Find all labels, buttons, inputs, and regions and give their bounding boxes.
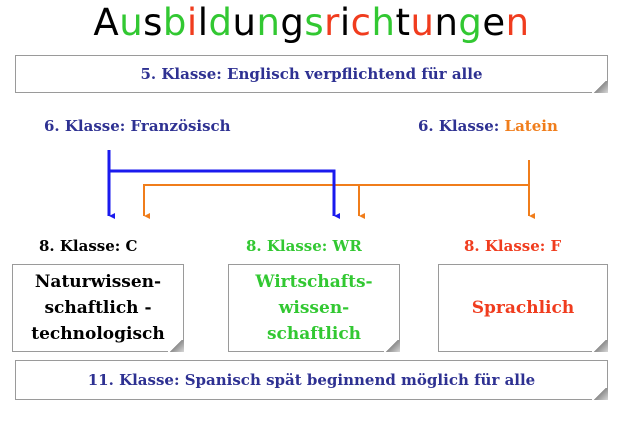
grade11-banner: 11. Klasse: Spanisch spät beginnend mögl…	[15, 360, 608, 400]
track-economics-text: Wirtschafts- wissen- schaftlich	[255, 269, 372, 347]
folded-corner-icon	[592, 81, 608, 93]
box-line: wissen-	[278, 298, 350, 318]
grade6-latin-label: 6. Klasse: Latein	[418, 117, 558, 135]
title-letter: c	[350, 1, 372, 44]
title-letter: i	[186, 1, 198, 44]
grade6-french-label: 6. Klasse: Französisch	[44, 117, 231, 135]
grade6-latin-subject: Latein	[504, 117, 558, 135]
french-arrow-bracket	[109, 169, 334, 216]
grade5-banner-text: 5. Klasse: Englisch verpflichtend für al…	[140, 65, 483, 83]
track-languages-text: Sprachlich	[471, 298, 575, 318]
title-letter: g	[458, 1, 483, 44]
title-letter: i	[339, 1, 351, 44]
title-letter: A	[93, 1, 120, 44]
box-line: schaftlich -	[44, 298, 152, 318]
latin-arrow-bracket	[143, 184, 529, 215]
title-letter: u	[410, 1, 435, 44]
folded-corner-icon	[592, 340, 608, 352]
track-economics-box: Wirtschafts- wissen- schaftlich	[228, 264, 400, 352]
box-line: Wirtschafts-	[255, 272, 373, 292]
grade8-wr-label: 8. Klasse: WR	[246, 237, 362, 255]
track-natural-science-text: Naturwissen- schaftlich - technologisch	[31, 269, 165, 347]
box-line: technologisch	[31, 324, 165, 344]
title-letter: d	[208, 1, 233, 44]
folded-corner-icon	[592, 388, 608, 400]
grade8-f-label: 8. Klasse: F	[464, 237, 562, 255]
title-letter: n	[434, 1, 459, 44]
title-letter: h	[371, 1, 396, 44]
grade11-banner-text: 11. Klasse: Spanisch spät beginnend mögl…	[87, 371, 536, 389]
title-letter: t	[395, 1, 411, 44]
folded-corner-icon	[384, 340, 400, 352]
title-letter: s	[304, 1, 325, 44]
box-line: Naturwissen-	[34, 272, 162, 292]
title-letter: l	[197, 1, 209, 44]
track-natural-science-box: Naturwissen- schaftlich - technologisch	[12, 264, 184, 352]
track-languages-box: Sprachlich	[438, 264, 608, 352]
page-title: Ausbildungsrichtungen	[0, 0, 623, 48]
title-letter: n	[256, 1, 281, 44]
title-letter: b	[162, 1, 187, 44]
title-letter: u	[232, 1, 257, 44]
title-letter: r	[324, 1, 340, 44]
title-letter: s	[143, 1, 163, 44]
box-line: schaftlich	[266, 324, 362, 344]
title-letter: e	[482, 1, 506, 44]
title-letter: u	[119, 1, 144, 44]
title-letter: g	[280, 1, 305, 44]
grade6-latin-prefix: 6. Klasse:	[418, 117, 505, 135]
title-letter: n	[505, 1, 530, 44]
grade5-banner: 5. Klasse: Englisch verpflichtend für al…	[15, 55, 608, 93]
folded-corner-icon	[168, 340, 184, 352]
grade8-c-label: 8. Klasse: C	[39, 237, 138, 255]
